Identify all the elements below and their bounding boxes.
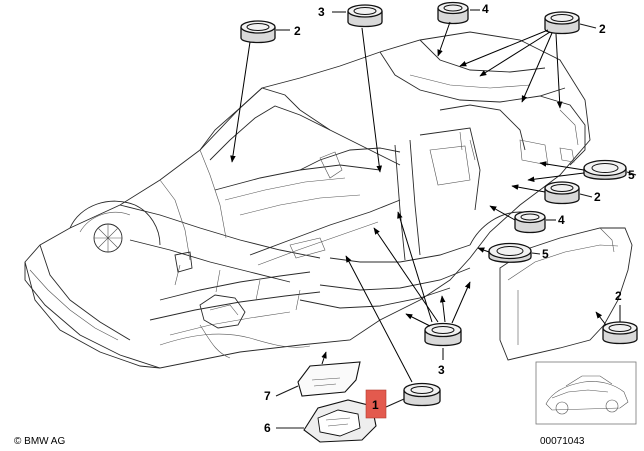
part-6-bracket-illustration bbox=[303, 399, 377, 443]
plug-part-3-top bbox=[347, 4, 383, 28]
callout-5-right-lower: 5 bbox=[542, 247, 549, 261]
callout-3-lower: 3 bbox=[438, 363, 445, 377]
plug-part-2-door bbox=[602, 321, 638, 345]
copyright-text: © BMW AG bbox=[14, 436, 65, 447]
plug-part-4-top bbox=[437, 1, 469, 25]
plug-part-3-lower bbox=[424, 322, 462, 347]
callout-3-top: 3 bbox=[318, 5, 325, 19]
plug-part-5-right-upper bbox=[583, 159, 627, 180]
plug-part-4-right bbox=[514, 210, 546, 234]
plug-part-5-right-lower bbox=[488, 242, 532, 263]
callout-4-top: 4 bbox=[482, 2, 489, 16]
callout-2-top-left: 2 bbox=[294, 24, 301, 38]
car-body-illustration bbox=[24, 31, 591, 369]
plug-part-2-right bbox=[544, 181, 580, 205]
plug-part-2-top-right bbox=[544, 11, 580, 35]
vehicle-thumbnail-inset bbox=[535, 361, 637, 425]
callout-4-right: 4 bbox=[558, 213, 565, 227]
plug-part-2-top-left bbox=[240, 20, 276, 44]
callout-2-door: 2 bbox=[615, 289, 622, 303]
callout-7: 7 bbox=[264, 389, 271, 403]
callout-1-highlight bbox=[365, 389, 387, 419]
part-7-pad-illustration bbox=[297, 361, 361, 397]
callout-connectors bbox=[275, 9, 637, 429]
door-panel-illustration bbox=[499, 227, 633, 361]
leader-lines bbox=[230, 21, 607, 383]
plug-part-1-lower bbox=[403, 382, 441, 407]
callout-6: 6 bbox=[264, 421, 271, 435]
callout-2-top-right: 2 bbox=[599, 22, 606, 36]
callout-5-right-upper: 5 bbox=[628, 168, 635, 182]
catalog-number: 00071043 bbox=[540, 436, 585, 447]
callout-labels: 2 3 4 2 5 2 4 5 2 3 7 6 1 bbox=[264, 2, 635, 435]
callout-1: 1 bbox=[372, 398, 379, 412]
callout-2-right: 2 bbox=[594, 190, 601, 204]
